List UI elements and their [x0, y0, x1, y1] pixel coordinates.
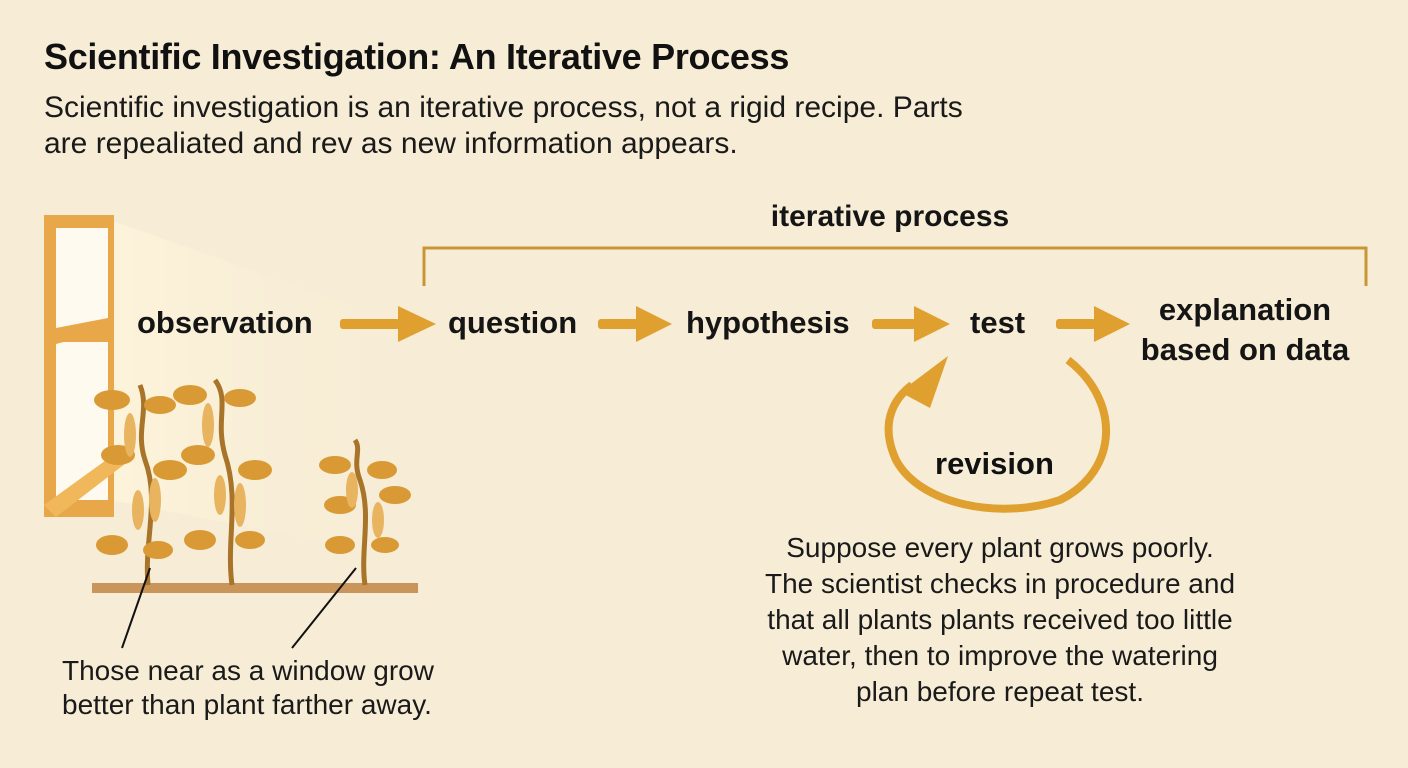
revision-caption-line-4: water, then to improve the watering: [782, 640, 1218, 671]
pointer-line-far: [291, 567, 357, 649]
plant-2: [173, 378, 272, 586]
step-test: test: [970, 305, 1026, 340]
iterative-bracket: [422, 246, 1368, 286]
intro-line-2: are repealiated and rev as new informati…: [44, 127, 738, 160]
plant-1: [94, 384, 187, 586]
arrow-question-hypothesis: [598, 306, 672, 342]
soil-line: [92, 583, 418, 593]
step-explanation-line-1: explanation: [1158, 292, 1332, 327]
step-hypothesis: hypothesis: [686, 305, 850, 340]
arrow-observation-question: [340, 306, 436, 342]
arrow-test-explanation: [1056, 306, 1130, 342]
revision-label: revision: [935, 446, 1054, 481]
window-illustration: [44, 215, 420, 560]
flow-arrows: [340, 306, 1130, 342]
step-question: question: [448, 305, 578, 340]
revision-caption: Suppose every plant grows poorly. The sc…: [720, 530, 1280, 710]
revision-caption-line-2: The scientist checks in procedure and: [764, 568, 1236, 599]
revision-caption-line-3: that all plants plants received too litt…: [767, 604, 1233, 635]
plant-3: [319, 438, 411, 586]
intro-line-1: Scientific investigation is an iterative…: [44, 91, 963, 124]
plant-caption: Those near as a window grow better than …: [62, 654, 434, 722]
step-observation: observation: [137, 305, 313, 340]
step-explanation-line-2: based on data: [1140, 332, 1350, 367]
revision-caption-line-5: plan before repeat test.: [856, 676, 1144, 707]
pointer-line-near: [121, 567, 151, 649]
revision-loop-arrow: [884, 356, 1111, 513]
plant-caption-line-2: better than plant farther away.: [62, 689, 432, 720]
iterative-process-label: iterative process: [770, 200, 1010, 233]
intro-paragraph: Scientific investigation is an iterative…: [44, 90, 1144, 162]
page-title: Scientific Investigation: An Iterative P…: [44, 36, 790, 77]
arrow-hypothesis-test: [872, 306, 950, 342]
revision-caption-line-1: Suppose every plant grows poorly.: [786, 532, 1214, 563]
step-explanation: explanation based on data: [1130, 290, 1360, 370]
plant-caption-line-1: Those near as a window grow: [62, 655, 434, 686]
